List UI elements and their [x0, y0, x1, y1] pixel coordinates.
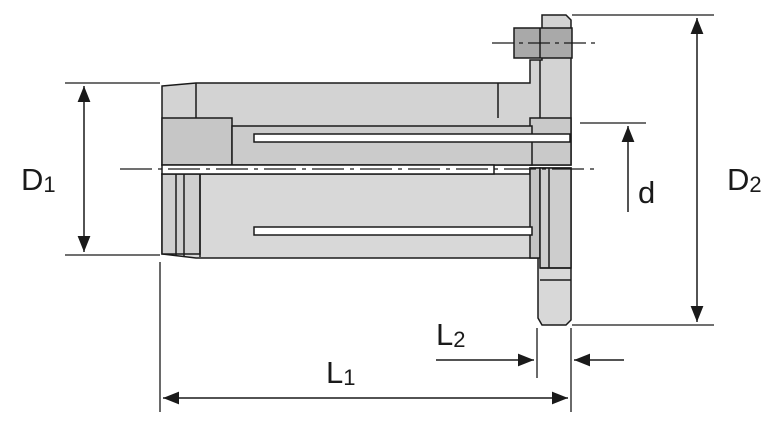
inner-bore	[231, 125, 533, 166]
bushing-part	[161, 14, 573, 326]
label-l1: L1	[326, 355, 356, 390]
label-d: d	[638, 175, 655, 210]
dimension-lines	[77, 18, 704, 405]
left-step-lower	[161, 173, 201, 255]
flange-lower-band	[529, 167, 541, 259]
center-lines	[120, 42, 600, 170]
slot-upper	[253, 133, 571, 143]
label-d2: D2	[727, 162, 762, 197]
slot-lower	[253, 226, 533, 236]
left-step-upper	[161, 117, 233, 166]
flange-lower-rim	[539, 167, 572, 269]
label-l2: L2	[436, 317, 466, 352]
body-lower-view	[161, 167, 572, 326]
extension-lines	[65, 14, 714, 412]
label-d1: D1	[21, 162, 56, 197]
